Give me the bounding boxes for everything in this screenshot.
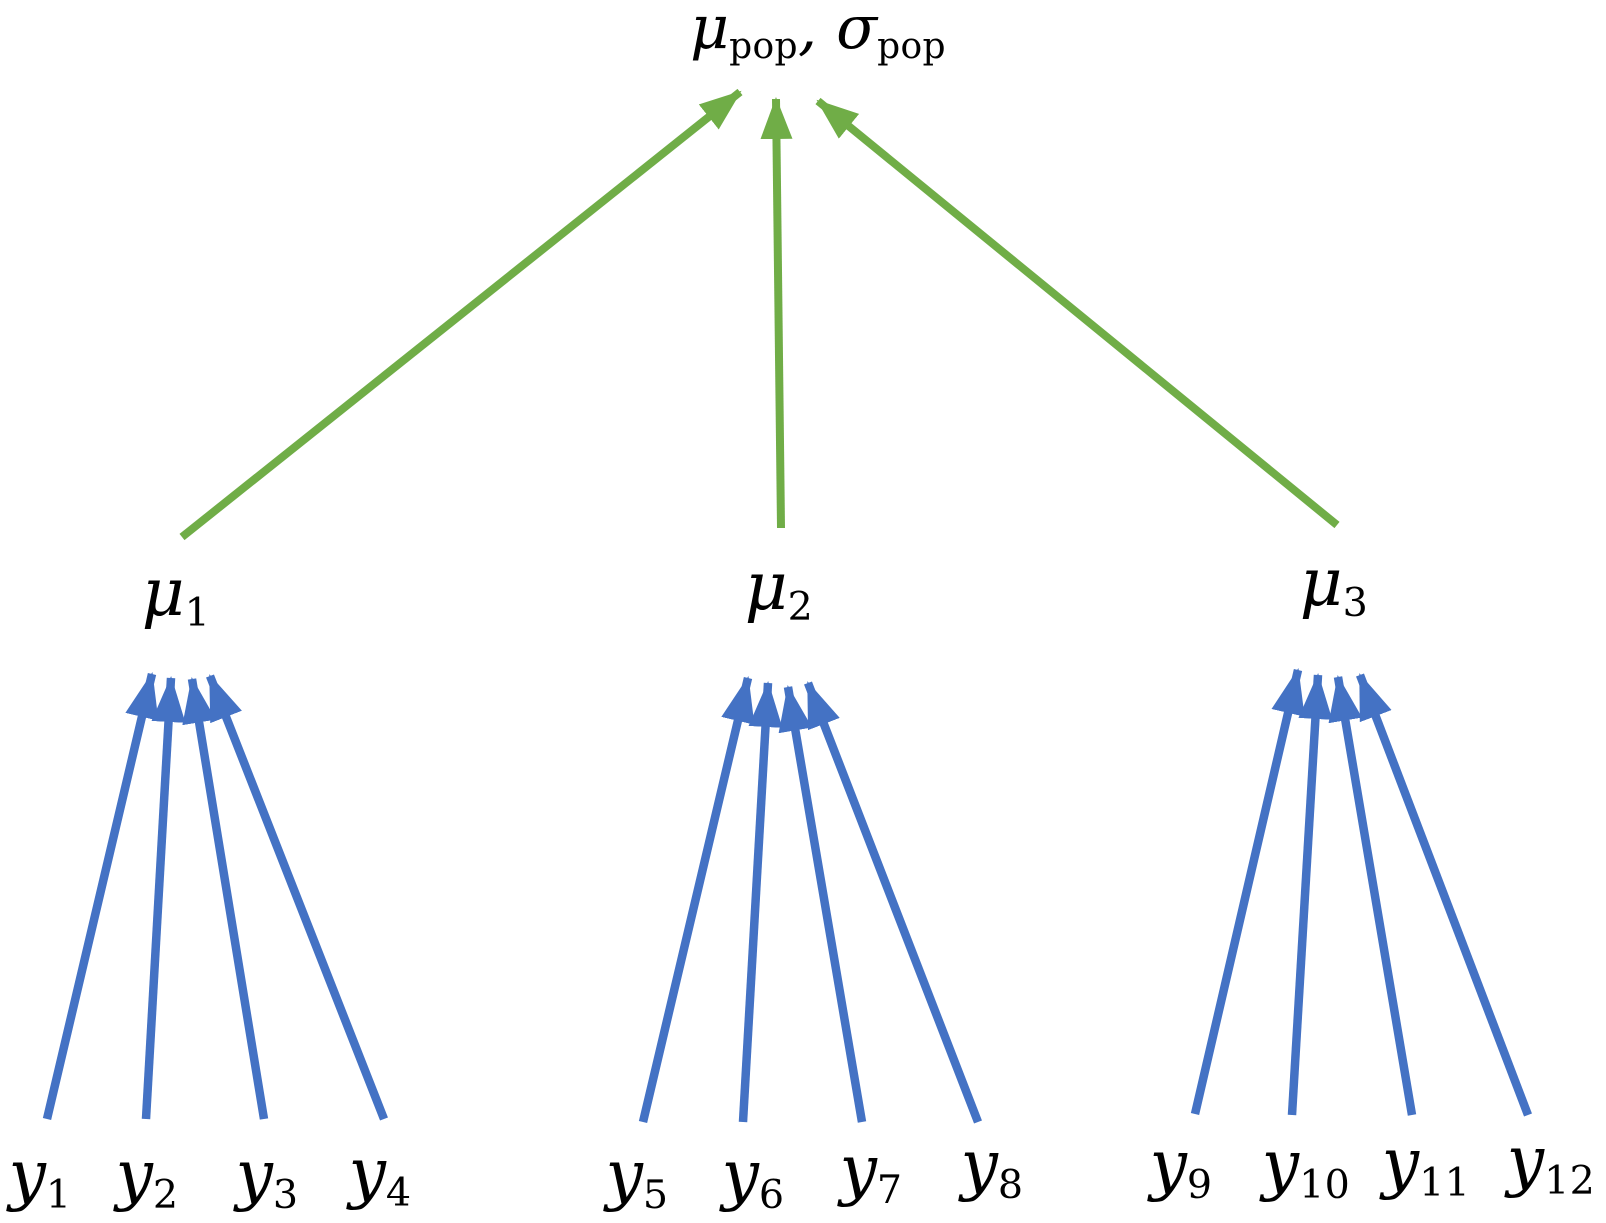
math-subscript: 12 [1544, 1158, 1596, 1205]
node-label-y8: y8 [961, 1132, 1024, 1206]
math-subscript: 9 [1186, 1162, 1213, 1209]
math-base: y [1261, 1126, 1300, 1203]
math-subscript: 10 [1299, 1162, 1351, 1209]
node-label-y5: y5 [606, 1142, 669, 1216]
math-subscript: 2 [787, 584, 814, 631]
math-base: μ [744, 548, 788, 625]
node-label-y10: y10 [1262, 1132, 1350, 1206]
math-subscript: 2 [152, 1172, 179, 1219]
math-base: σ [836, 0, 878, 63]
arrow-mu3-to-pop [815, 97, 1340, 529]
math-subscript: 1 [184, 590, 211, 637]
node-label-y3: y3 [236, 1142, 299, 1216]
arrow-y11-to-mu3 [1328, 675, 1417, 1116]
arrow-y6-to-mu2 [738, 681, 783, 1123]
arrow-group [42, 88, 1532, 1124]
math-base: μ [690, 0, 730, 63]
arrow-mu2-to-pop [760, 97, 793, 529]
math-subscript: 3 [272, 1172, 299, 1219]
math-subscript: 1 [45, 1172, 72, 1219]
math-base: y [960, 1126, 998, 1203]
math-subscript: 4 [385, 1170, 412, 1217]
math-subscript: 11 [1419, 1160, 1471, 1207]
math-base: y [8, 1136, 46, 1213]
math-base: y [605, 1136, 643, 1213]
math-base: μ [1299, 544, 1343, 621]
math-subscript: pop [729, 26, 798, 68]
node-label-y2: y2 [116, 1142, 179, 1216]
math-subscript: 3 [1342, 580, 1369, 627]
math-base: y [235, 1136, 273, 1213]
node-label-pop: μpop, σpop [690, 0, 946, 65]
math-base: , [797, 0, 837, 63]
node-label-y6: y6 [722, 1142, 785, 1216]
math-subscript: pop [877, 26, 946, 68]
node-label-y7: y7 [840, 1137, 903, 1211]
node-label-mu3: μ3 [1300, 550, 1368, 624]
arrow-y3-to-mu1 [182, 677, 269, 1120]
node-label-y11: y11 [1382, 1130, 1470, 1204]
arrow-y5-to-mu2 [638, 676, 755, 1123]
arrow-y12-to-mu3 [1356, 673, 1532, 1117]
arrow-y2-to-mu1 [141, 676, 186, 1120]
math-base: y [1149, 1126, 1187, 1203]
arrow-y4-to-mu1 [206, 674, 388, 1121]
arrow-y10-to-mu3 [1287, 673, 1333, 1116]
math-base: y [1506, 1122, 1545, 1199]
math-subscript: 6 [758, 1172, 785, 1219]
arrow-y9-to-mu3 [1190, 668, 1305, 1115]
arrow-y1-to-mu1 [42, 672, 159, 1120]
node-label-y9: y9 [1150, 1132, 1213, 1206]
math-base: y [115, 1136, 153, 1213]
math-subscript: 8 [997, 1162, 1024, 1209]
math-subscript: 7 [876, 1167, 903, 1214]
math-base: y [1381, 1124, 1420, 1201]
arrow-y7-to-mu2 [778, 685, 867, 1123]
node-label-y1: y1 [9, 1142, 72, 1216]
math-subscript: 5 [642, 1172, 669, 1219]
node-label-mu2: μ2 [745, 554, 813, 628]
math-base: y [348, 1134, 386, 1211]
arrow-y8-to-mu2 [804, 681, 982, 1124]
arrow-mu1-to-pop [179, 88, 743, 541]
math-base: y [839, 1131, 877, 1208]
node-label-mu1: μ1 [142, 560, 210, 634]
node-label-y12: y12 [1507, 1128, 1595, 1202]
math-base: μ [141, 554, 185, 631]
node-label-y4: y4 [349, 1140, 412, 1214]
math-base: y [721, 1136, 759, 1213]
